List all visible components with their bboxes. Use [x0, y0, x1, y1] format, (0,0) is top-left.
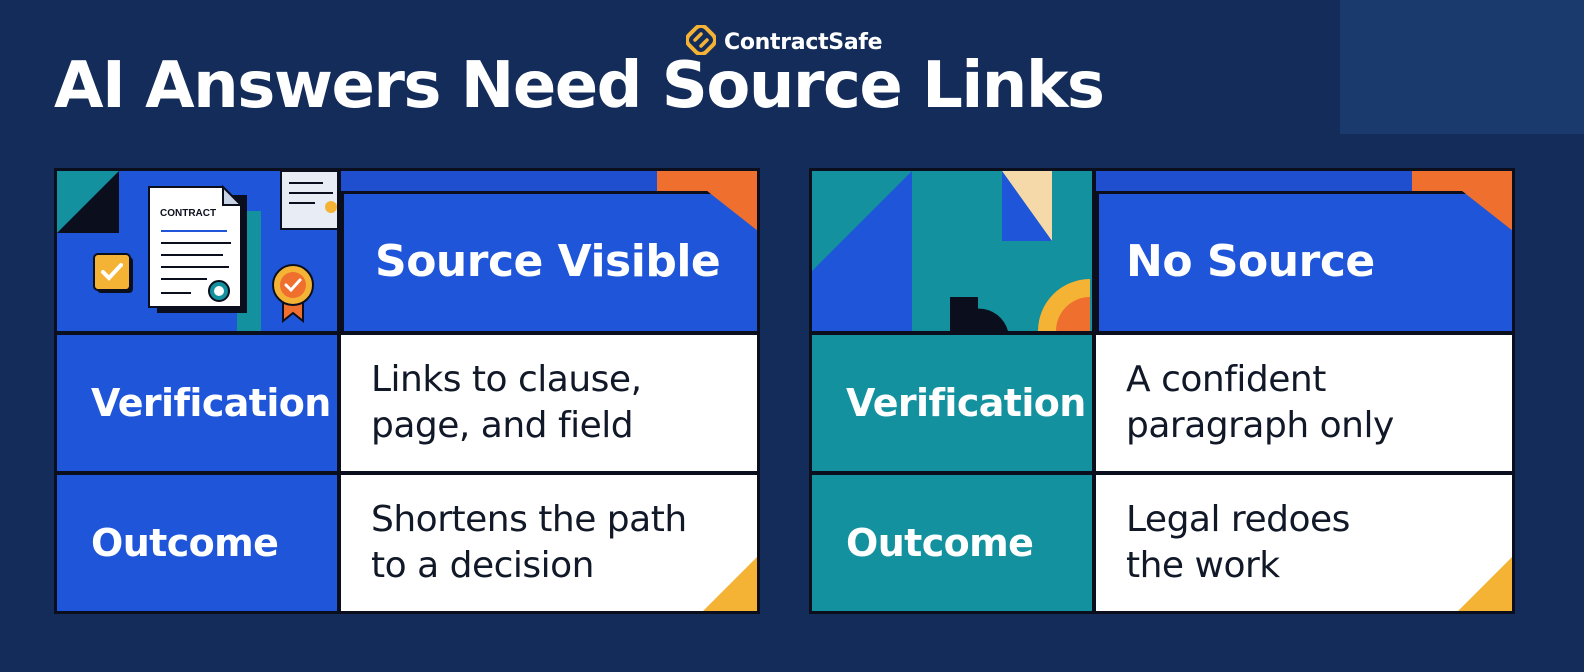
contract-illustration: CONTRACT: [57, 171, 337, 331]
no-source-card: No Source Verification A confident parag…: [809, 168, 1515, 614]
corner-accent: [703, 557, 757, 611]
verification-value: Links to clause, page, and field: [341, 335, 757, 471]
brand-name: ContractSafe: [724, 29, 883, 55]
source-visible-header: Source Visible: [341, 171, 757, 331]
no-source-title: No Source: [1126, 235, 1375, 287]
outcome-text: Legal redoes the work: [1126, 499, 1350, 586]
page-title: AI Answers Need Source Links: [54, 49, 1105, 123]
verification-text: Links to clause, page, and field: [371, 359, 642, 446]
corner-accent: [1458, 557, 1512, 611]
verification-label: Verification: [57, 335, 337, 471]
outcome-value: Legal redoes the work: [1096, 475, 1512, 611]
outcome-value: Shortens the path to a decision: [341, 475, 757, 611]
source-visible-card: CONTRACT Source Visible Verification Lin…: [54, 168, 760, 614]
abstract-illustration: [812, 171, 1092, 331]
outcome-label: Outcome: [812, 475, 1092, 611]
outcome-label: Outcome: [57, 475, 337, 611]
brand-logo: ContractSafe: [684, 23, 883, 59]
verification-text: A confident paragraph only: [1126, 359, 1394, 446]
verification-value: A confident paragraph only: [1096, 335, 1512, 471]
verification-label: Verification: [812, 335, 1092, 471]
contractsafe-logo-icon: [684, 23, 718, 59]
no-source-header: No Source: [1096, 171, 1512, 331]
corner-panel: [1340, 0, 1584, 134]
source-visible-title: Source Visible: [375, 235, 721, 287]
contract-doc-label: CONTRACT: [160, 208, 216, 219]
outcome-text: Shortens the path to a decision: [371, 499, 687, 586]
